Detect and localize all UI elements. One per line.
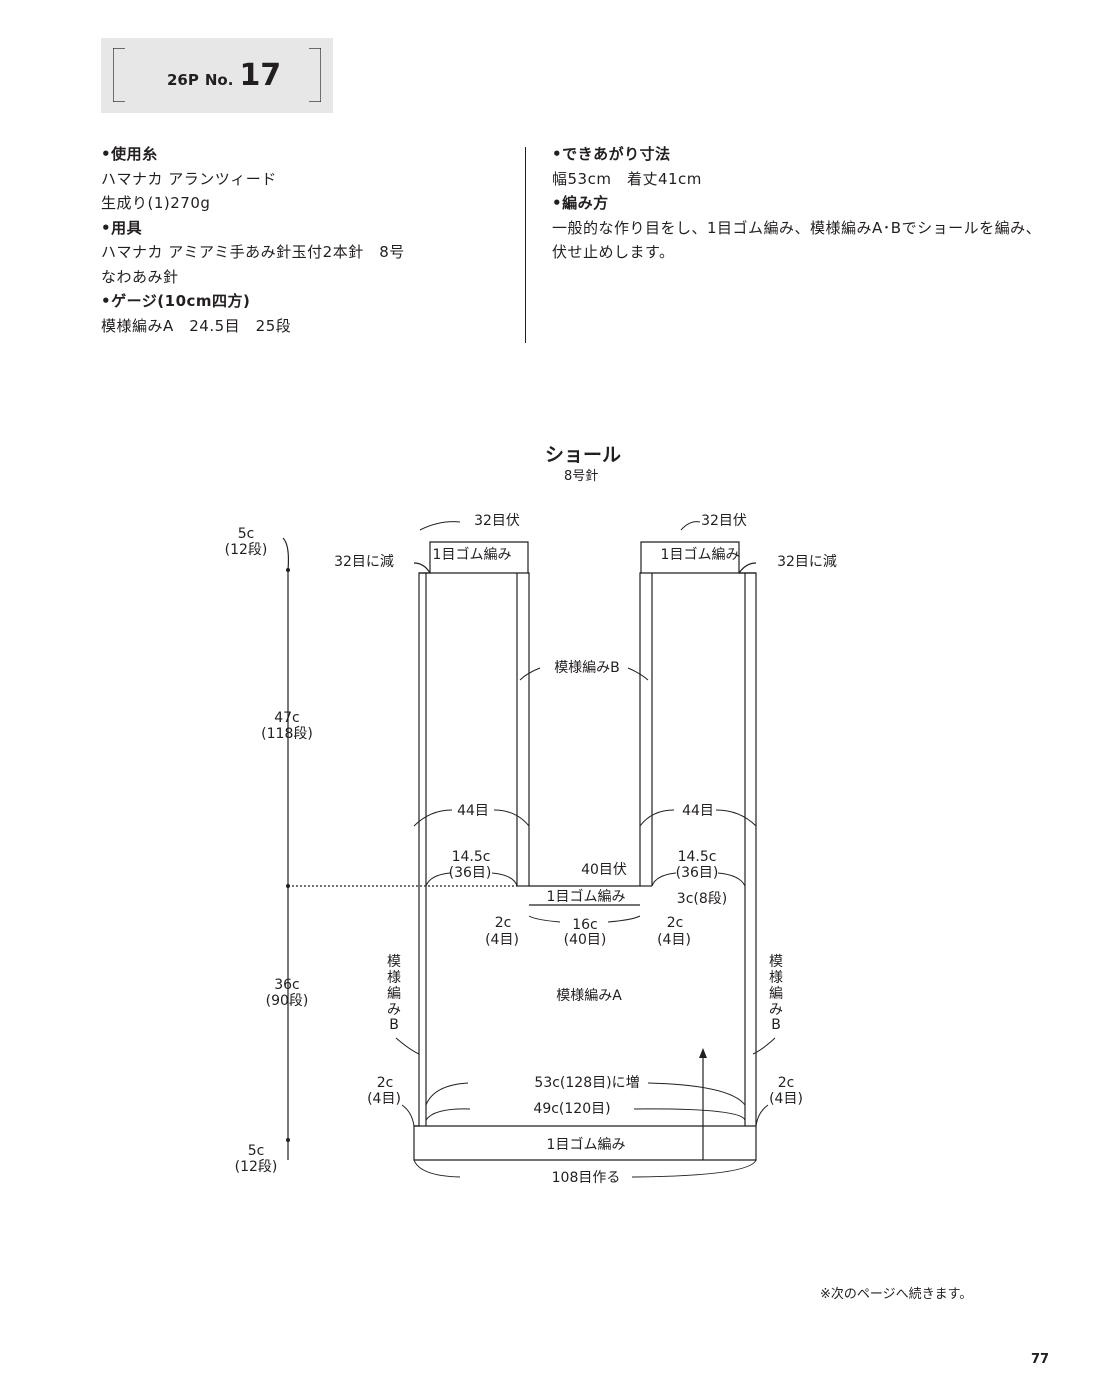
right-edge-sts: (4目): [657, 932, 691, 948]
bottom-rib: 1目ゴム編み: [547, 1136, 626, 1153]
yarn-name: ハマナカ アランツィード: [101, 169, 277, 188]
size-value: 幅53cm 着丈41cm: [552, 169, 702, 188]
side-b-left-2: 様: [387, 970, 401, 986]
right-decrease: 32目に減: [777, 553, 837, 570]
center-rib: 1目ゴム編み: [547, 888, 626, 905]
right-inner-sts: (36目): [676, 865, 719, 881]
method-line-2: 伏せ止めします。: [552, 243, 675, 261]
left-inner-sts: (36目): [449, 865, 492, 881]
side-b-left-3: 編: [387, 986, 401, 1002]
bottom-left-width: 2c: [377, 1075, 394, 1091]
tools-line-2: なわあみ針: [101, 267, 179, 286]
right-inner-width: 14.5c: [678, 849, 717, 865]
left-strap-sts: 44目: [457, 803, 489, 819]
center-pattern-b: 模様編みB: [554, 660, 620, 676]
pattern-a: 模様編みA: [556, 988, 622, 1004]
dim-body-rows: (90段): [266, 993, 309, 1009]
diagram-title: ショール: [545, 444, 622, 466]
bottom-left-sts: (4目): [367, 1091, 401, 1107]
method-line-1: 一般的な作り目をし、1目ゴム編み、模様編みA･Bでショールを編み、: [552, 218, 1042, 237]
left-top-rib: 1目ゴム編み: [433, 546, 512, 563]
dim-body-cm: 36c: [274, 977, 300, 993]
gauge-heading: •ゲージ(10cm四方): [101, 292, 251, 310]
side-b-right-4: み: [769, 1002, 783, 1018]
size-heading: •できあがり寸法: [552, 145, 671, 163]
dim-top-rows: (12段): [225, 542, 268, 558]
title-box: [101, 38, 333, 113]
increase-label: 53c(128目)に増: [534, 1075, 639, 1091]
side-b-right-2: 様: [769, 970, 783, 986]
center-bind-off: 40目伏: [581, 862, 627, 878]
dim-bottom-rows: (12段): [235, 1159, 278, 1175]
body-width: 49c(120目): [533, 1101, 610, 1117]
left-inner-width: 14.5c: [452, 849, 491, 865]
side-b-left-5: B: [389, 1017, 399, 1033]
no-label: No.: [204, 71, 234, 89]
side-b-left-1: 模: [387, 954, 401, 970]
right-edge-width: 2c: [667, 915, 684, 931]
pattern-number: 26P No. 17: [167, 58, 281, 94]
materials-column: •使用糸 ハマナカ アランツィード 生成り(1)270g •用具 ハマナカ アミ…: [101, 142, 511, 338]
yarn-heading: •使用糸: [101, 145, 158, 163]
right-strap-sts: 44目: [682, 803, 714, 819]
tools-line-1: ハマナカ アミアミ手あみ針玉付2本針 8号: [101, 243, 405, 261]
method-heading: •編み方: [552, 194, 609, 212]
yarn-color: 生成り(1)270g: [101, 194, 211, 212]
page-number: 77: [1031, 1352, 1050, 1367]
dim-top-cm: 5c: [238, 526, 255, 542]
left-edge-sts: (4目): [485, 932, 519, 948]
side-b-right-3: 編: [769, 986, 783, 1002]
center-sts: (40目): [564, 932, 607, 948]
center-rib-height: 3c(8段): [677, 891, 727, 907]
right-top-rib: 1目ゴム編み: [661, 546, 740, 563]
right-bind-off: 32目伏: [701, 513, 747, 529]
side-b-right-5: B: [771, 1017, 781, 1033]
left-edge-width: 2c: [495, 915, 512, 931]
left-decrease: 32目に減: [334, 553, 394, 570]
gauge-value: 模様編みA 24.5目 25段: [101, 316, 292, 335]
dim-bottom-cm: 5c: [248, 1143, 265, 1159]
bottom-right-width: 2c: [778, 1075, 795, 1091]
continued-note: ※次のページへ続きます。: [820, 1287, 973, 1302]
left-bind-off: 32目伏: [474, 513, 520, 529]
dim-strap-rows: (118段): [261, 726, 313, 742]
bottom-right-sts: (4目): [769, 1091, 803, 1107]
column-divider: [525, 147, 526, 343]
cast-on: 108目作る: [552, 1170, 621, 1186]
side-b-left-4: み: [387, 1002, 401, 1018]
dim-strap-cm: 47c: [274, 710, 300, 726]
tools-heading: •用具: [101, 218, 143, 237]
center-width: 16c: [572, 917, 598, 933]
diagram-needle: 8号針: [564, 469, 599, 484]
side-b-right-1: 模: [769, 954, 783, 970]
number: 17: [239, 58, 282, 93]
page-ref: 26P: [167, 71, 199, 89]
instructions-column: •できあがり寸法 幅53cm 着丈41cm •編み方 一般的な作り目をし、1目ゴ…: [552, 142, 1042, 265]
